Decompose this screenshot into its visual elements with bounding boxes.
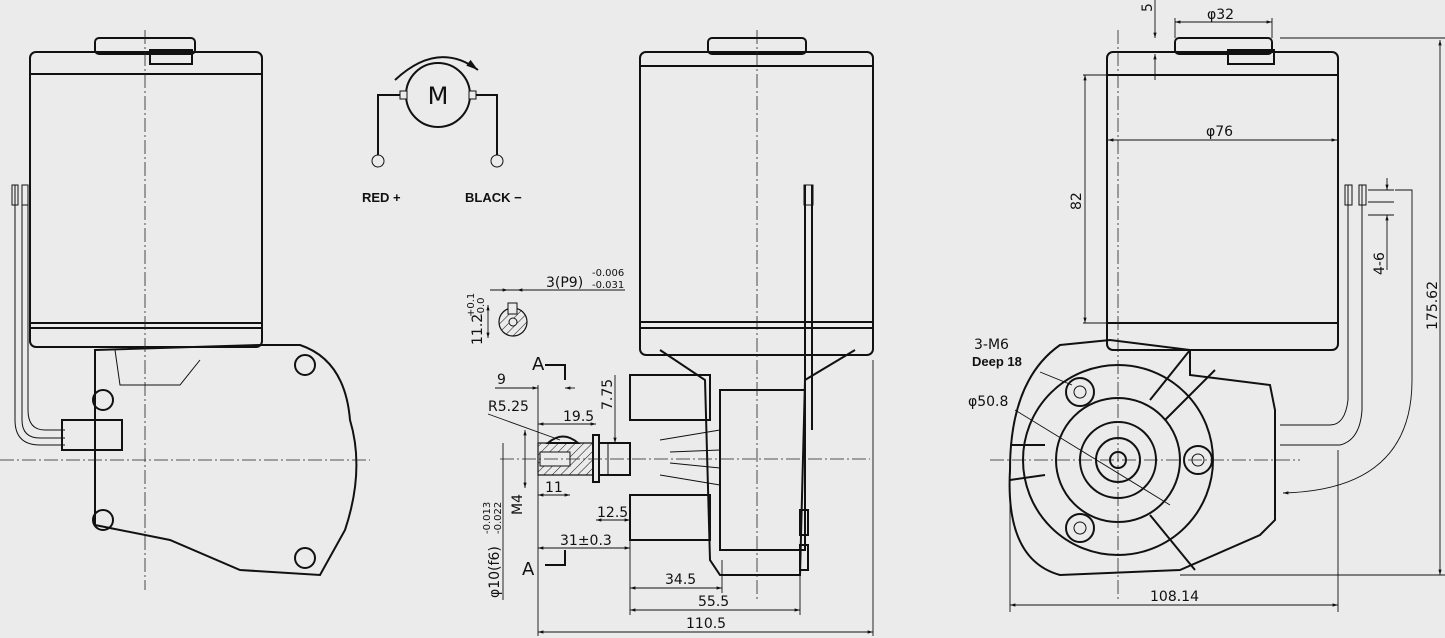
- black-label: BLACK −: [465, 190, 522, 205]
- rotation-arrow-icon: [394, 56, 479, 81]
- rear-view: 5 φ32 φ76 82 4-6 175.62 3-M6 Deep 18 φ50…: [968, 0, 1445, 612]
- red-terminal: [371, 154, 385, 168]
- shaft-tol-lower: -0.022: [493, 502, 504, 534]
- dim-125: 12.5: [597, 505, 628, 521]
- motor-end-cap: [1174, 37, 1273, 55]
- dim-775: 7.75: [600, 379, 616, 410]
- black-terminal: [490, 154, 504, 168]
- motor-symbol-label: M: [428, 82, 449, 110]
- gearbox-boss: [629, 494, 711, 541]
- key-width-tol-upper: -0.006: [592, 268, 624, 279]
- gearbox-housing: [94, 344, 358, 577]
- dim-r525: R5.25: [488, 399, 529, 415]
- cap-tab: [149, 49, 193, 65]
- dim-3-m6: 3-M6: [974, 337, 1009, 353]
- red-label: RED +: [362, 190, 401, 205]
- dim-17562: 175.62: [1425, 281, 1441, 330]
- section-label-top: A: [532, 354, 545, 375]
- dim-31: 31±0.3: [560, 533, 612, 549]
- dim-82: 82: [1069, 192, 1085, 210]
- key-height-dim: 11.2: [470, 314, 486, 345]
- dim-1105: 110.5: [686, 616, 726, 632]
- lead-wires: [14, 185, 65, 446]
- key-section-detail: 3(P9) -0.006 -0.031 11.2 +0.1 -0.0: [466, 268, 625, 345]
- dim-dia76: φ76: [1206, 124, 1233, 140]
- wire-clamp: [61, 419, 123, 451]
- screw-icon: [92, 509, 114, 531]
- key-height-tol-upper: +0.1: [466, 293, 477, 317]
- wiring-schematic: M RED + BLACK −: [362, 56, 522, 205]
- screw-icon: [294, 354, 316, 376]
- motor-housing: [1106, 51, 1339, 351]
- dim-555: 55.5: [698, 594, 729, 610]
- dim-m4: M4: [510, 494, 526, 515]
- key-height-tol-lower: -0.0: [476, 297, 487, 317]
- dim-345: 34.5: [665, 572, 696, 588]
- shaft-tol-upper: -0.013: [482, 502, 493, 534]
- front-view: A A 9 R5.25 19.5 7.75 M4 11 12.5 31±0.3 …: [482, 30, 874, 636]
- motor-housing: [639, 51, 874, 356]
- dim-shaft-dia: φ10(f6): [487, 546, 503, 598]
- section-label-bottom: A: [522, 559, 535, 580]
- screw-icon: [294, 547, 316, 569]
- key-width-dim: 3(P9): [546, 275, 583, 291]
- gearbox-boss: [629, 374, 711, 421]
- dim-5: 5: [1140, 3, 1156, 12]
- left-side-view: [0, 30, 370, 590]
- dim-dia32: φ32: [1207, 7, 1234, 23]
- screw-icon: [92, 389, 114, 411]
- motor-housing: [29, 51, 263, 348]
- dim-10814: 108.14: [1150, 589, 1199, 605]
- dim-dia508: φ50.8: [968, 394, 1008, 410]
- dim-9: 9: [497, 372, 506, 388]
- mounting-hole: [1065, 513, 1095, 543]
- mounting-hole: [1065, 377, 1095, 407]
- key-width-tol-lower: -0.031: [592, 280, 624, 291]
- dim-195: 19.5: [563, 409, 594, 425]
- dim-deep-18: Deep 18: [972, 354, 1022, 369]
- dim-11: 11: [545, 480, 563, 496]
- dim-4-6: 4-6: [1372, 252, 1388, 275]
- gear-housing: [719, 389, 806, 551]
- gearbox-housing: [1008, 338, 1276, 577]
